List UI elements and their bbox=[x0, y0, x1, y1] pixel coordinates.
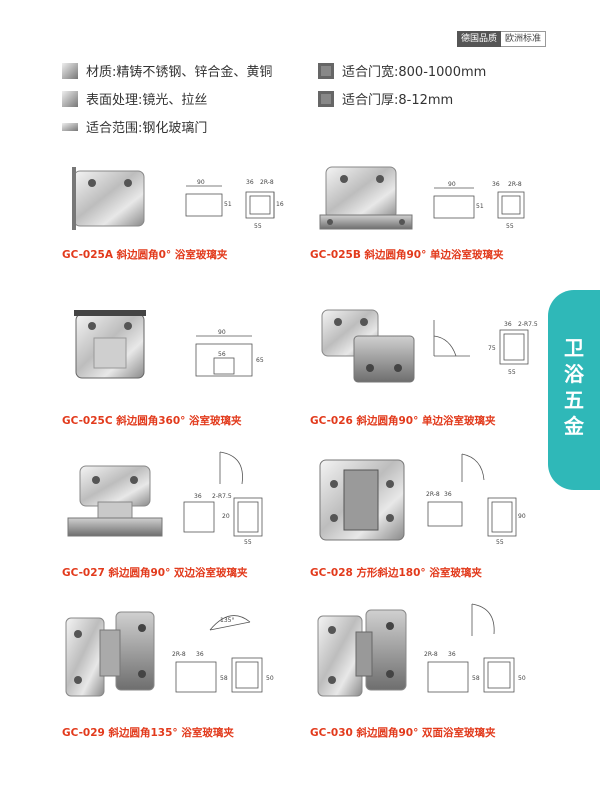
spec-range: 适合范围:钢化玻璃门 bbox=[62, 117, 207, 136]
dim-label: 135° bbox=[220, 617, 234, 624]
hinge-photo bbox=[319, 166, 413, 230]
category-title-char: 卫 bbox=[564, 336, 584, 360]
category-title-char: 金 bbox=[564, 414, 584, 438]
dark-square-icon bbox=[318, 90, 334, 107]
dim-label: 90 bbox=[448, 181, 456, 188]
gradient-square-icon bbox=[62, 62, 78, 79]
dim-label: 2R-8 bbox=[426, 491, 440, 498]
badge-german-quality: 德国品质 bbox=[457, 31, 502, 47]
category-title-char: 五 bbox=[564, 388, 584, 412]
dim-label: 56 bbox=[218, 351, 226, 358]
product-gc-028: 2R-8 36 90 55 GC-028 方形斜边180° 浴室玻璃夹 bbox=[310, 440, 570, 580]
product-gc-025c: 90 56 65 GC-025C 斜边圆角360° 浴室玻璃夹 bbox=[62, 288, 322, 428]
hinge-photo bbox=[319, 459, 405, 541]
spec-door-width-text: 适合门宽:800-1000mm bbox=[342, 65, 487, 80]
dim-label: 55 bbox=[244, 539, 252, 546]
product-caption: GC-029 斜边圆角135° 浴室玻璃夹 bbox=[62, 727, 234, 739]
spec-material: 材质:精铸不锈钢、锌合金、黄铜 bbox=[62, 61, 272, 80]
dim-label: 55 bbox=[496, 539, 504, 546]
dim-label: 58 bbox=[220, 675, 228, 682]
product-caption: GC-027 斜边圆角90° 双边浴室玻璃夹 bbox=[62, 567, 248, 579]
dim-label: 58 bbox=[472, 675, 480, 682]
dim-label: 55 bbox=[506, 223, 514, 230]
technical-drawing: 36 2-R7.5 75 55 bbox=[433, 320, 538, 376]
hinge-photo bbox=[65, 611, 155, 697]
dim-label: 51 bbox=[476, 203, 484, 210]
dim-label: 51 bbox=[224, 201, 232, 208]
dim-label: 90 bbox=[197, 179, 205, 186]
spec-door-thickness-text: 适合门厚:8-12mm bbox=[342, 93, 454, 108]
hinge-photo bbox=[317, 609, 407, 697]
product-gc-027: 36 2-R7.5 20 55 GC-027 斜边圆角90° 双边浴室玻璃夹 bbox=[62, 440, 322, 580]
product-gc-029: 2R-8 36 135° 58 50 GC-029 斜边圆角135° 浴室玻璃夹 bbox=[62, 600, 322, 740]
product-caption: GC-025C 斜边圆角360° 浴室玻璃夹 bbox=[62, 415, 242, 427]
technical-drawing: 36 2-R7.5 20 55 bbox=[183, 451, 263, 546]
product-gc-026: 36 2-R7.5 75 55 GC-026 斜边圆角90° 单边浴室玻璃夹 bbox=[310, 288, 570, 428]
hinge-photo bbox=[74, 310, 146, 379]
technical-drawing: 90 36 2R-8 51 55 16 bbox=[185, 179, 284, 230]
dim-label: 90 bbox=[218, 329, 226, 336]
technical-drawing: 2R-8 36 90 55 bbox=[426, 453, 526, 546]
dim-label: 2R-8 bbox=[260, 179, 274, 186]
badge-european-standard: 欧洲标准 bbox=[501, 31, 547, 47]
dim-label: 50 bbox=[518, 675, 526, 682]
dim-label: 90 bbox=[518, 513, 526, 520]
dim-label: 36 bbox=[444, 491, 452, 498]
dim-label: 36 bbox=[504, 321, 512, 328]
category-title-char: 浴 bbox=[564, 362, 584, 386]
hinge-photo bbox=[67, 465, 163, 537]
dim-label: 75 bbox=[488, 345, 496, 352]
product-gc-030: 2R-8 36 58 50 GC-030 斜边圆角90° 双面浴室玻璃夹 bbox=[310, 600, 570, 740]
product-caption: GC-025B 斜边圆角90° 单边浴室玻璃夹 bbox=[310, 249, 504, 261]
dim-label: 36 bbox=[448, 651, 456, 658]
gradient-square-icon bbox=[62, 90, 78, 107]
dim-label: 20 bbox=[222, 513, 230, 520]
spec-door-thickness: 适合门厚:8-12mm bbox=[318, 89, 453, 108]
hinge-photo bbox=[321, 309, 415, 383]
dim-label: 50 bbox=[266, 675, 274, 682]
technical-drawing: 90 56 65 bbox=[195, 329, 264, 377]
spec-finish-text: 表面处理:镜光、拉丝 bbox=[86, 93, 208, 108]
spec-finish: 表面处理:镜光、拉丝 bbox=[62, 89, 207, 108]
dim-label: 2-R7.5 bbox=[212, 493, 232, 500]
spec-material-text: 材质:精铸不锈钢、锌合金、黄铜 bbox=[86, 65, 273, 80]
dim-label: 55 bbox=[508, 369, 516, 376]
product-gc-025b: 90 36 2R-8 51 55 GC-025B 斜边圆角90° 单边浴室玻璃夹 bbox=[310, 122, 570, 262]
product-caption: GC-026 斜边圆角90° 单边浴室玻璃夹 bbox=[310, 415, 496, 427]
hinge-photo bbox=[72, 167, 145, 230]
category-title: 卫 浴 五 金 bbox=[548, 335, 600, 439]
gradient-bar-icon bbox=[62, 122, 78, 131]
dim-label: 2-R7.5 bbox=[518, 321, 538, 328]
spec-range-text: 适合范围:钢化玻璃门 bbox=[86, 121, 208, 136]
dim-label: 55 bbox=[254, 223, 262, 230]
dim-label: 65 bbox=[256, 357, 264, 364]
product-caption: GC-025A 斜边圆角0° 浴室玻璃夹 bbox=[62, 249, 228, 261]
dim-label: 36 bbox=[492, 181, 500, 188]
dim-label: 2R-8 bbox=[172, 651, 186, 658]
technical-drawing: 2R-8 36 135° 58 50 bbox=[172, 615, 274, 693]
product-gc-025a: 90 36 2R-8 51 55 16 GC-025A 斜边圆角0° 浴室玻璃夹 bbox=[62, 122, 322, 262]
spec-door-width: 适合门宽:800-1000mm bbox=[318, 61, 486, 80]
technical-drawing: 90 36 2R-8 51 55 bbox=[433, 181, 525, 230]
dim-label: 36 bbox=[196, 651, 204, 658]
dim-label: 2R-8 bbox=[424, 651, 438, 658]
dim-label: 2R-8 bbox=[508, 181, 522, 188]
product-caption: GC-028 方形斜边180° 浴室玻璃夹 bbox=[310, 567, 482, 579]
technical-drawing: 2R-8 36 58 50 bbox=[424, 603, 526, 693]
category-side-tab: 卫 浴 五 金 bbox=[548, 290, 600, 490]
product-caption: GC-030 斜边圆角90° 双面浴室玻璃夹 bbox=[310, 727, 496, 739]
quality-badge: 德国品质 欧洲标准 bbox=[457, 31, 574, 47]
dark-square-icon bbox=[318, 62, 334, 79]
dim-label: 16 bbox=[276, 201, 284, 208]
dim-label: 36 bbox=[246, 179, 254, 186]
dim-label: 36 bbox=[194, 493, 202, 500]
